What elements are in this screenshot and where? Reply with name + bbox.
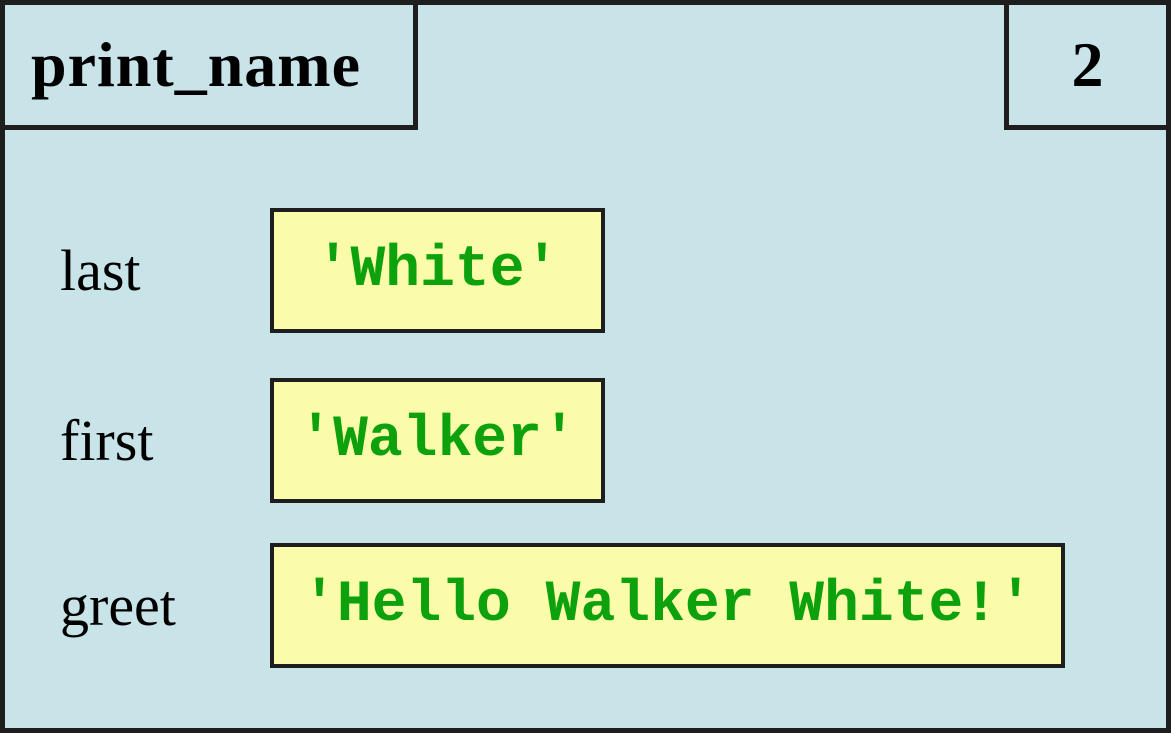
function-name: print_name — [31, 29, 361, 100]
variable-value-last: 'White' — [315, 238, 560, 303]
variable-value-box-last: 'White' — [270, 208, 605, 333]
variable-value-box-greet: 'Hello Walker White!' — [270, 543, 1065, 668]
variable-value-first: 'Walker' — [298, 408, 577, 473]
variable-value-greet: 'Hello Walker White!' — [302, 573, 1033, 638]
variable-label-greet: greet — [60, 573, 176, 638]
frame-title-tab: print_name — [0, 0, 418, 130]
variable-label-last: last — [60, 238, 141, 303]
variable-label-first: first — [60, 408, 154, 473]
instruction-counter-value: 2 — [1071, 29, 1104, 100]
instruction-counter-box: 2 — [1004, 0, 1171, 130]
variable-value-box-first: 'Walker' — [270, 378, 605, 503]
